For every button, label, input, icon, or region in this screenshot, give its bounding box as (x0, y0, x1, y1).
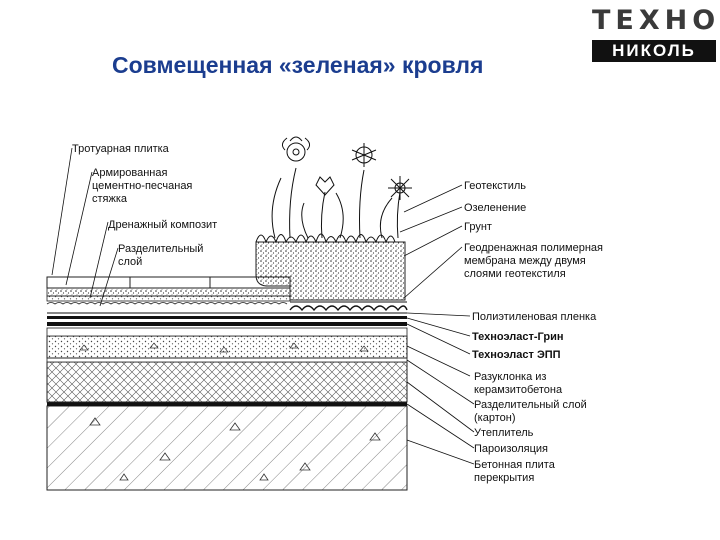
layer-vapor-barrier (47, 402, 407, 406)
label-greening-line: Озеленение (464, 202, 526, 214)
label-screed-line: Армированная (92, 167, 168, 179)
label-slope-line: керамзитобетона (474, 384, 563, 396)
label-vapor-line: Пароизоляция (474, 443, 548, 455)
label-paving: Тротуарная плитка (72, 143, 170, 155)
label-pe-film: Полиэтиленовая пленка (472, 311, 597, 323)
label-separator-line: Разделительный (118, 243, 203, 255)
label-soil-line: Грунт (464, 221, 492, 233)
label-greening: Озеленение (464, 202, 526, 214)
label-slab-line: Бетонная плита (474, 459, 556, 471)
label-drain: Дренажный композит (108, 219, 217, 231)
layer-cardboard (46, 357, 408, 363)
label-separator-line: слой (118, 256, 142, 268)
label-paving-line: Тротуарная плитка (72, 143, 170, 155)
label-tehnoelast-epp: Техноэласт ЭПП (472, 349, 561, 361)
leaders-right (399, 184, 475, 465)
page-title: Совмещенная «зеленая» кровля (112, 52, 484, 78)
layer-membranes (46, 312, 408, 337)
label-geodrain-line: Геодренажная полимерная (464, 242, 603, 254)
label-separator-cardboard-line: Разделительный слой (474, 399, 587, 411)
label-slope-line: Разуклонка из (474, 371, 546, 383)
label-vapor: Пароизоляция (474, 443, 548, 455)
layer-concrete-slab (46, 405, 408, 491)
label-geodrain-line: слоями геотекстиля (464, 268, 566, 280)
label-soil: Грунт (464, 221, 492, 233)
brand-logo: ТЕХНО НИКОЛЬ (592, 6, 716, 62)
label-tehnoelast-epp-line: Техноэласт ЭПП (472, 349, 561, 361)
label-insulation-line: Утеплитель (474, 427, 534, 439)
leaders-left (51, 147, 119, 307)
label-geodrain-line: мембрана между двумя (464, 255, 586, 267)
logo-top-text: ТЕХНО (592, 5, 720, 36)
label-geotextile: Геотекстиль (464, 180, 526, 192)
layer-paving (46, 276, 291, 305)
label-screed-line: цементно-песчаная (92, 180, 192, 192)
label-separator-cardboard-line: (картон) (474, 412, 515, 424)
logo-bottom-text: НИКОЛЬ (592, 40, 716, 62)
label-pe-film-line: Полиэтиленовая пленка (472, 311, 597, 323)
label-separator-cardboard: Разделительный слой(картон) (474, 399, 587, 424)
label-screed-line: стяжка (92, 193, 128, 205)
layer-slope-concrete (46, 335, 408, 359)
layer-soil (255, 233, 406, 301)
layer-geodrain (289, 301, 408, 312)
label-slab-line: перекрытия (474, 472, 534, 484)
layer-insulation (46, 361, 408, 403)
plants (271, 136, 412, 239)
label-insulation: Утеплитель (474, 427, 534, 439)
label-drain-line: Дренажный композит (108, 219, 217, 231)
label-geotextile-line: Геотекстиль (464, 180, 526, 192)
label-tehnoelast-green-line: Техноэласт-Грин (472, 331, 564, 343)
label-tehnoelast-green: Техноэласт-Грин (472, 331, 564, 343)
